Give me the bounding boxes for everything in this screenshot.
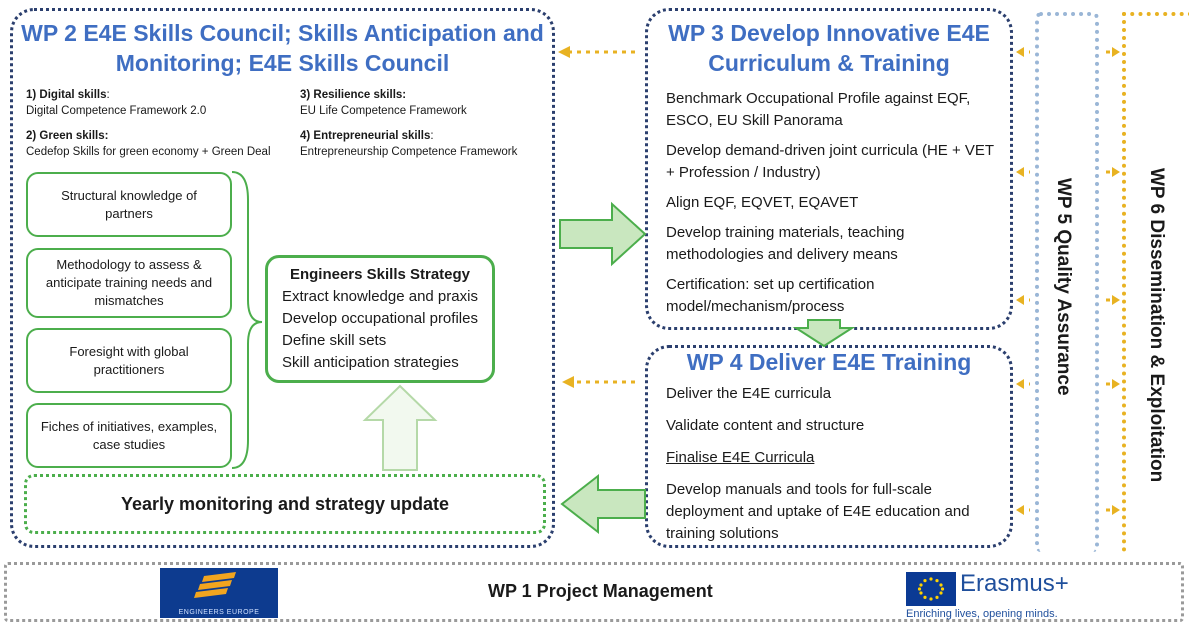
strategy-box: Engineers Skills Strategy Extract knowle…	[265, 255, 495, 383]
input-foresight: Foresight with global practitioners	[26, 328, 232, 393]
skill-label: 4) Entrepreneurial skills	[300, 130, 431, 142]
yearly-to-strategy-arrow	[362, 384, 438, 471]
wp4-frame	[645, 345, 1013, 548]
wp4-title: WP 4 Deliver E4E Training	[686, 349, 972, 375]
engineers-europe-logo: ENGINEERS EUROPE	[160, 568, 278, 618]
wp3-title-line2: Curriculum & Training	[708, 50, 950, 76]
wp2-frame	[10, 8, 555, 548]
strategy-title: Engineers Skills Strategy	[289, 266, 471, 283]
wp3-items: Benchmark Occupational Profile against E…	[666, 88, 1001, 318]
wp4-item: Deliver the E4E curricula	[666, 385, 832, 402]
skill-resilience: 3) Resilience skills: EU Life Competence…	[300, 87, 550, 119]
strategy-item: Define skill sets	[282, 332, 387, 349]
strategy-item: Skill anticipation strategies	[282, 354, 459, 371]
wp1-label: WP 1 Project Management	[488, 581, 713, 601]
wp4-item: Finalise E4E Curricula	[666, 449, 815, 466]
wp3-item: Certification: set up certification mode…	[666, 276, 875, 315]
wp3-to-wp4-arrow	[792, 319, 856, 348]
skill-label-suffix: :	[106, 89, 110, 101]
eu-flag-icon	[906, 572, 956, 606]
skill-label: 1) Digital skills	[26, 89, 107, 101]
wp4-item: Develop manuals and tools for full-scale…	[666, 481, 970, 542]
wp5-label: WP 5 Quality Assurance	[1053, 178, 1074, 396]
skill-desc: Digital Competence Framework 2.0	[26, 105, 207, 117]
skill-desc: EU Life Competence Framework	[300, 105, 467, 117]
strategy-item: Extract knowledge and praxis	[282, 288, 478, 305]
wp3-item: Align EQF, EQVET, EQAVET	[666, 194, 859, 211]
wp2-to-wp3-arrow	[559, 201, 647, 267]
engineers-europe-emblem-icon	[194, 572, 236, 598]
wp4-items: Deliver the E4E curricula Validate conte…	[666, 383, 1001, 545]
input-structural-knowledge: Structural knowledge of partners	[26, 172, 232, 237]
wp3-title-line1: WP 3 Develop Innovative E4E	[668, 20, 990, 46]
strategy-item: Develop occupational profiles	[282, 310, 478, 327]
wp3-item: Develop training materials, teaching met…	[666, 224, 905, 263]
wp3-item: Benchmark Occupational Profile against E…	[666, 90, 971, 129]
wp3-title: WP 3 Develop Innovative E4E Curriculum &…	[655, 18, 1003, 78]
yearly-monitoring-box: Yearly monitoring and strategy update	[24, 474, 546, 534]
skill-green: 2) Green skills: Cedefop Skills for gree…	[26, 128, 296, 160]
wp6-label: WP 6 Dissemination & Exploitation	[1146, 168, 1167, 483]
wp4-item: Validate content and structure	[666, 417, 865, 434]
wp5-bar	[1035, 12, 1099, 552]
skill-entrepreneurial: 4) Entrepreneurial skills: Entrepreneurs…	[300, 128, 550, 160]
skill-desc: Cedefop Skills for green economy + Green…	[26, 146, 271, 158]
skill-digital: 1) Digital skills: Digital Competence Fr…	[26, 87, 286, 119]
input-fiches: Fiches of initiatives, examples, case st…	[26, 403, 232, 468]
skill-label: 3) Resilience skills:	[300, 89, 407, 101]
skill-label: 2) Green skills:	[26, 130, 109, 142]
wp6-bar	[1122, 12, 1189, 552]
erasmus-tagline: Enriching lives, opening minds.	[906, 608, 1058, 620]
inputs-bracket	[231, 171, 263, 469]
wp1-bar	[4, 562, 1184, 622]
wp3-item: Develop demand-driven joint curricula (H…	[666, 142, 994, 181]
wp5-link-heads	[1016, 47, 1120, 515]
wp2-title: WP 2 E4E Skills Council; Skills Anticipa…	[21, 20, 544, 76]
skill-label-suffix: :	[430, 130, 434, 142]
erasmus-logo-text: Erasmus+	[960, 570, 1069, 597]
engineers-europe-text: ENGINEERS EUROPE	[178, 609, 260, 616]
wp4-to-wp2-arrowhead	[562, 376, 574, 388]
wp3-to-wp2-arrowhead	[558, 46, 570, 58]
skill-desc: Entrepreneurship Competence Framework	[300, 146, 518, 158]
input-methodology: Methodology to assess & anticipate train…	[26, 248, 232, 318]
wp4-to-yearly-arrow	[560, 473, 646, 535]
